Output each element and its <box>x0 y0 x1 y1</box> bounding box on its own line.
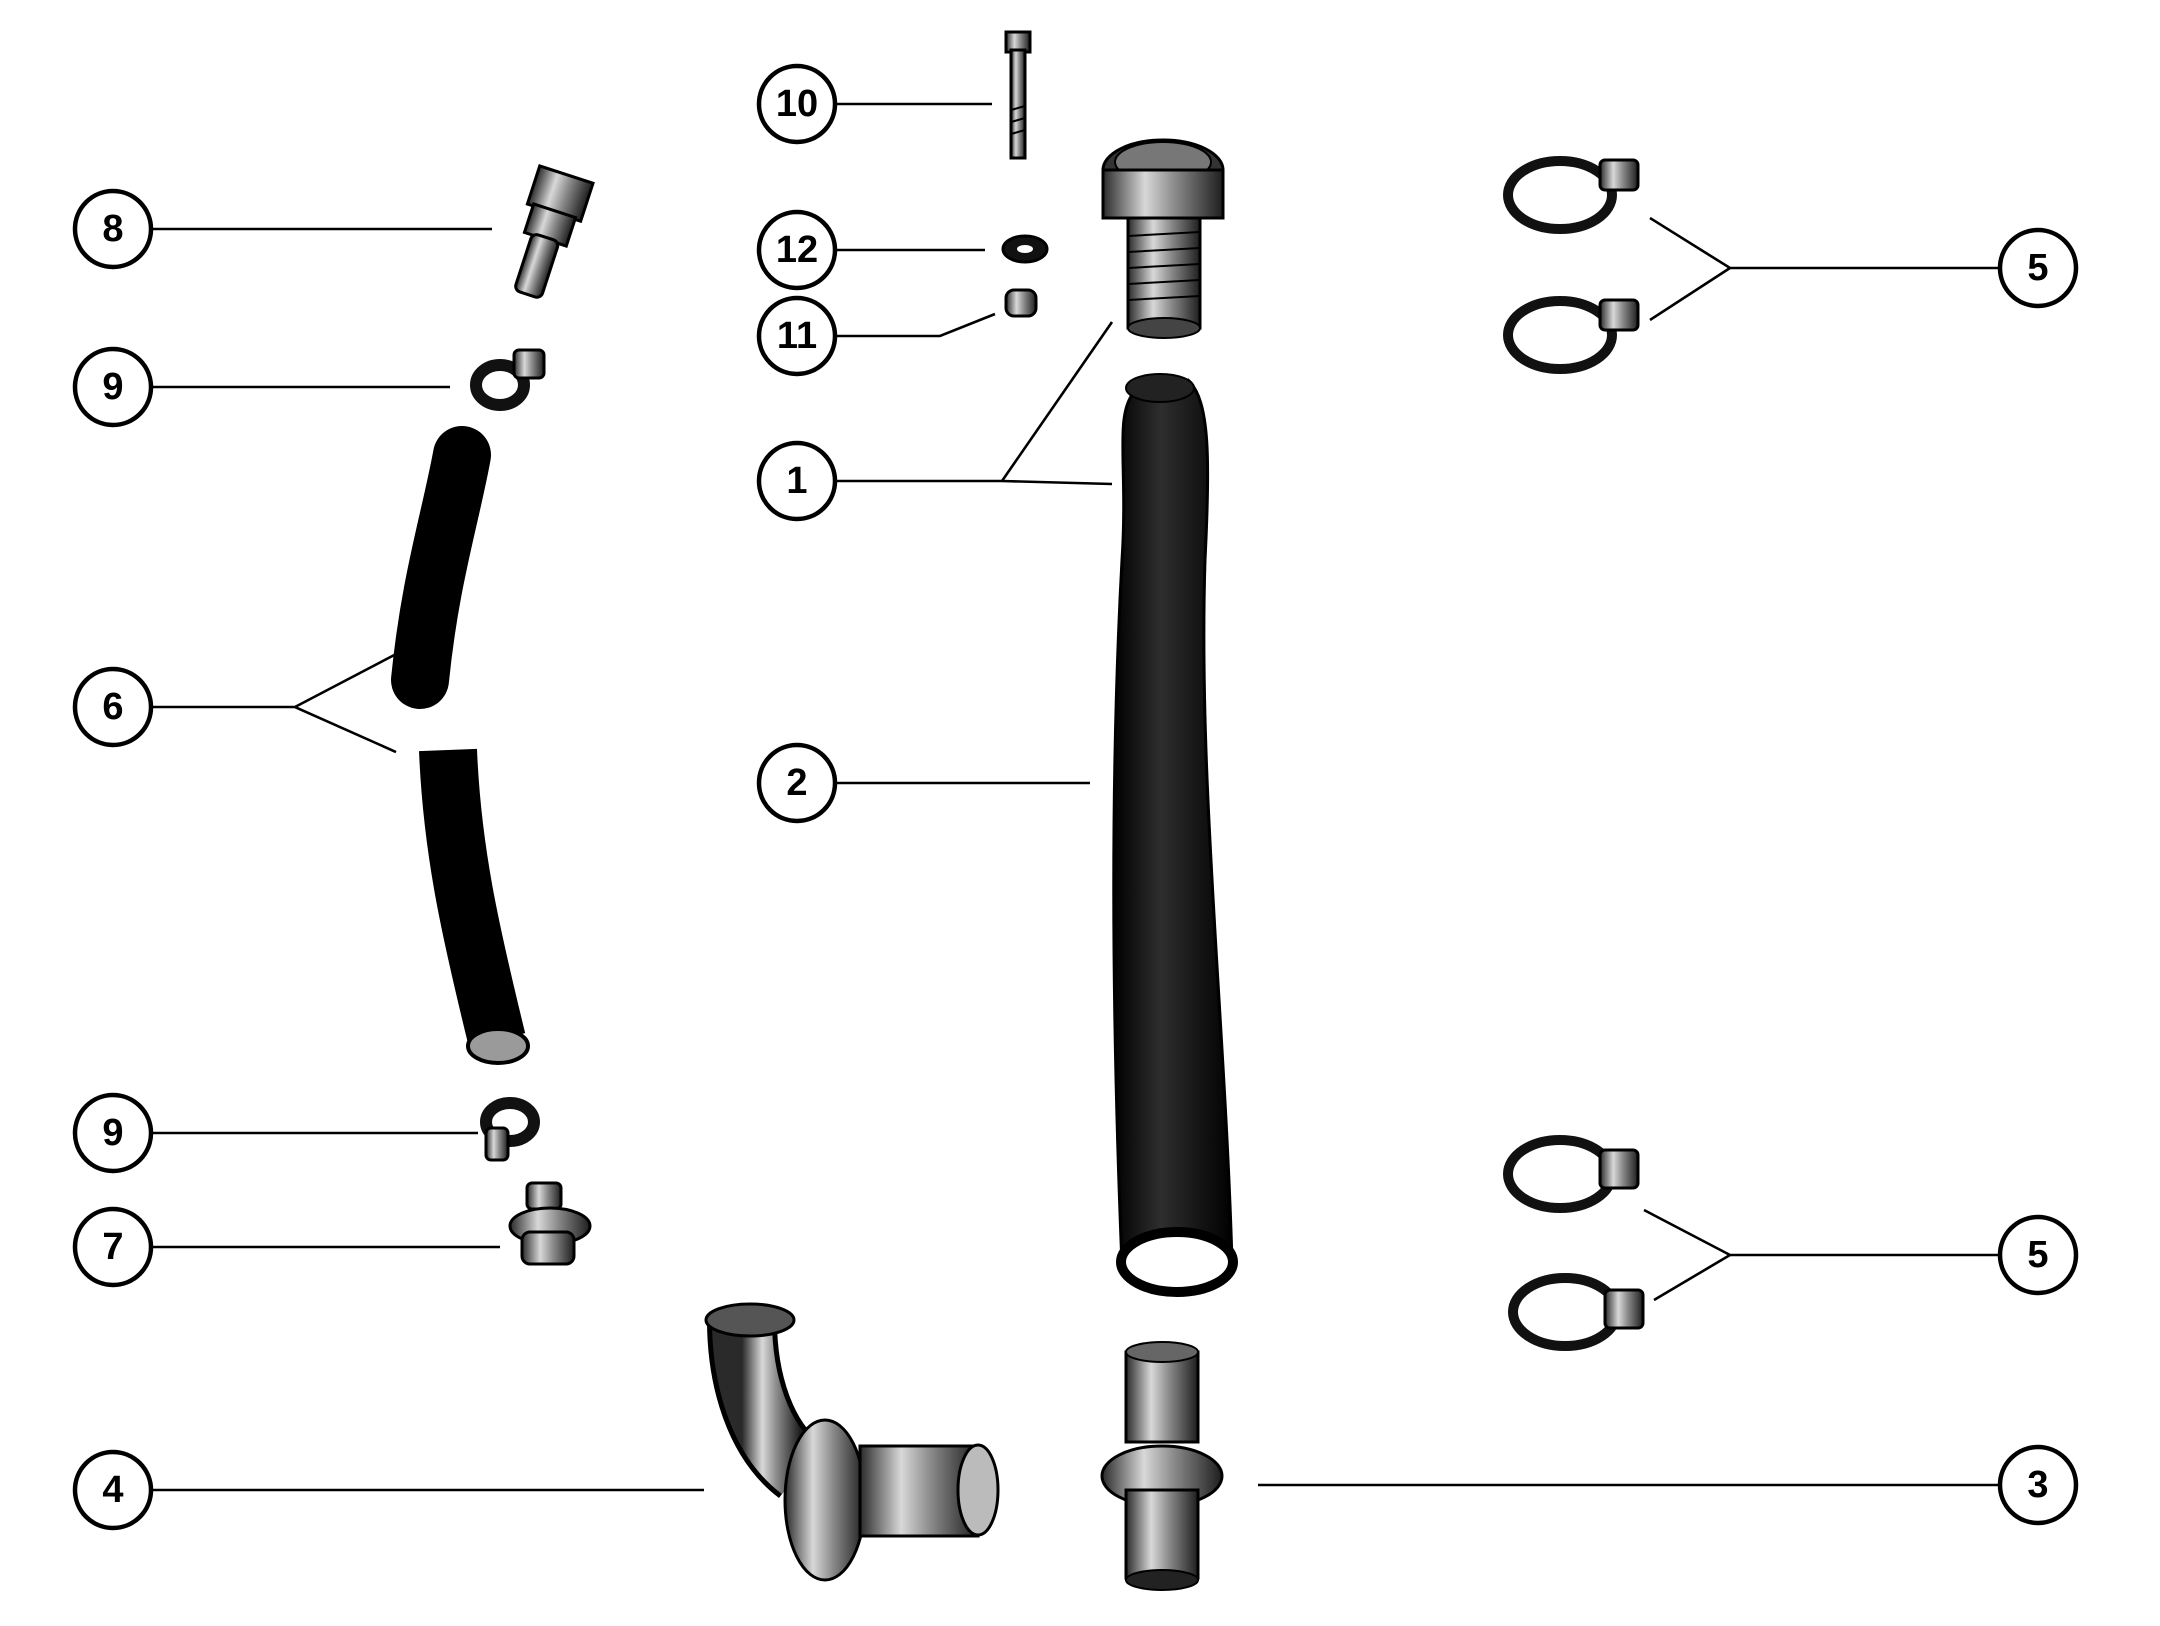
thru-hull-fitting-upper-part <box>1101 138 1225 339</box>
callout-2: 2 <box>756 742 838 824</box>
callout-9-upper: 9 <box>72 346 154 428</box>
callout-4: 4 <box>72 1449 154 1531</box>
small-clamp-upper-part <box>470 348 546 411</box>
svg-text:4: 4 <box>102 1469 123 1511</box>
svg-text:6: 6 <box>102 686 123 728</box>
drain-plug-part <box>508 1181 592 1266</box>
small-hose-part <box>391 426 530 1065</box>
elbow-outlet-part <box>704 1302 1000 1582</box>
svg-text:5: 5 <box>2027 1234 2048 1276</box>
svg-text:9: 9 <box>102 1112 123 1154</box>
svg-text:7: 7 <box>102 1226 123 1268</box>
exhaust-hose-part <box>1112 373 1238 1297</box>
callout-10: 10 <box>756 63 838 145</box>
hose-clamps-lower-part <box>1503 1135 1645 1351</box>
small-clamp-lower-part <box>480 1097 540 1162</box>
callout-8: 8 <box>72 188 154 270</box>
svg-text:8: 8 <box>102 208 123 250</box>
callout-3: 3 <box>1997 1444 2079 1526</box>
callout-5-lower: 5 <box>1997 1214 2079 1296</box>
svg-text:1: 1 <box>786 460 807 502</box>
leader-lines <box>152 102 1999 1492</box>
callout-7: 7 <box>72 1206 154 1288</box>
svg-text:12: 12 <box>776 229 818 271</box>
svg-text:5: 5 <box>2027 247 2048 289</box>
washer-part <box>1001 234 1049 264</box>
svg-text:9: 9 <box>102 366 123 408</box>
thru-hull-fitting-lower-part <box>1100 1341 1224 1591</box>
screw-part <box>1004 30 1032 160</box>
svg-text:10: 10 <box>776 83 818 125</box>
svg-text:2: 2 <box>786 762 807 804</box>
callout-9-lower: 9 <box>72 1092 154 1174</box>
nut-part <box>1004 288 1038 318</box>
hose-fitting-part <box>514 164 595 299</box>
svg-text:11: 11 <box>777 315 817 357</box>
callout-1: 1 <box>756 440 838 522</box>
callout-12: 12 <box>756 209 838 291</box>
svg-text:3: 3 <box>2027 1464 2048 1506</box>
hose-clamps-upper-part <box>1503 156 1640 374</box>
callout-11: 11 <box>756 295 838 377</box>
callout-5-upper: 5 <box>1997 227 2079 309</box>
callout-6: 6 <box>72 666 154 748</box>
